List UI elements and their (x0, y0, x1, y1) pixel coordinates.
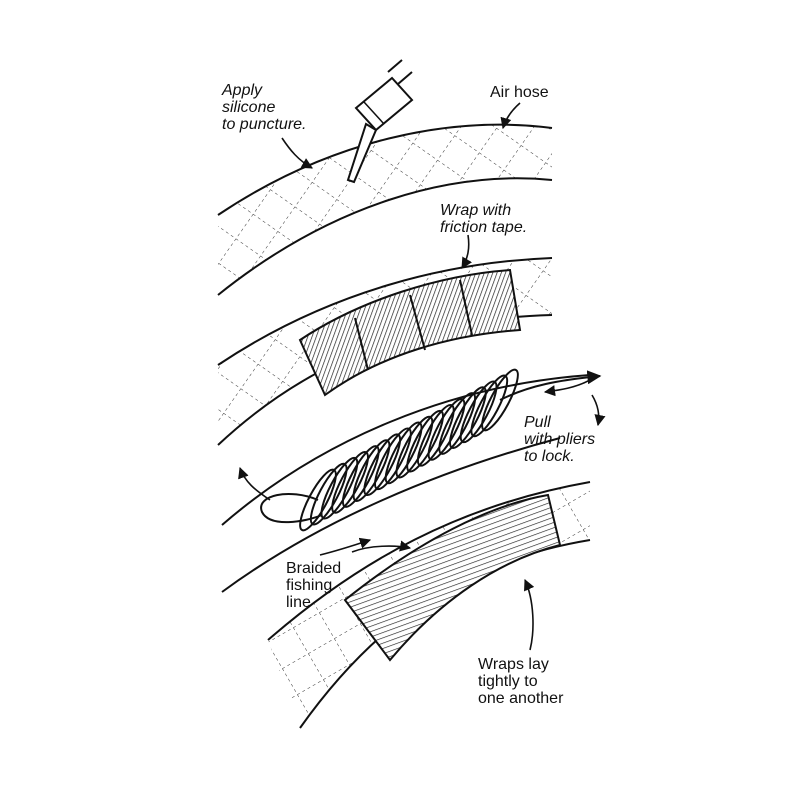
leader-arrows (238, 102, 606, 651)
label-wraps-lay: Wraps lay tightly to one another (478, 656, 563, 707)
line-tail (260, 493, 323, 524)
label-line: Wrap with (440, 202, 512, 219)
label-line: one another (478, 690, 564, 707)
coil-loop (481, 368, 519, 432)
label-line: fishing (286, 577, 333, 594)
pull-line (499, 370, 602, 401)
label-line: Pull (524, 414, 551, 431)
label-line: Air hose (490, 84, 549, 101)
label-pull-pliers: Pull with pliers to lock. (524, 414, 595, 465)
silicone-tube-icon (346, 59, 414, 184)
label-line: Braided (286, 560, 342, 577)
label-line: to puncture. (222, 116, 307, 133)
label-wrap-tape: Wrap with friction tape. (440, 202, 527, 236)
label-line: with pliers (524, 431, 596, 448)
label-air-hose: Air hose (490, 84, 549, 101)
label-line: friction tape. (440, 219, 528, 236)
label-line: silicone (222, 99, 276, 116)
label-line: line (286, 594, 311, 611)
label-line: Wraps lay (478, 656, 549, 673)
label-apply-silicone: Apply silicone to puncture. (222, 82, 307, 133)
label-line: to lock. (524, 448, 575, 465)
label-line: Apply (222, 82, 263, 99)
hose-tape (217, 257, 553, 446)
hose-coil (221, 368, 602, 593)
label-braided-line: Braided fishing line (286, 560, 341, 611)
label-line: tightly to (478, 673, 538, 690)
hose-wrapped (267, 481, 591, 729)
